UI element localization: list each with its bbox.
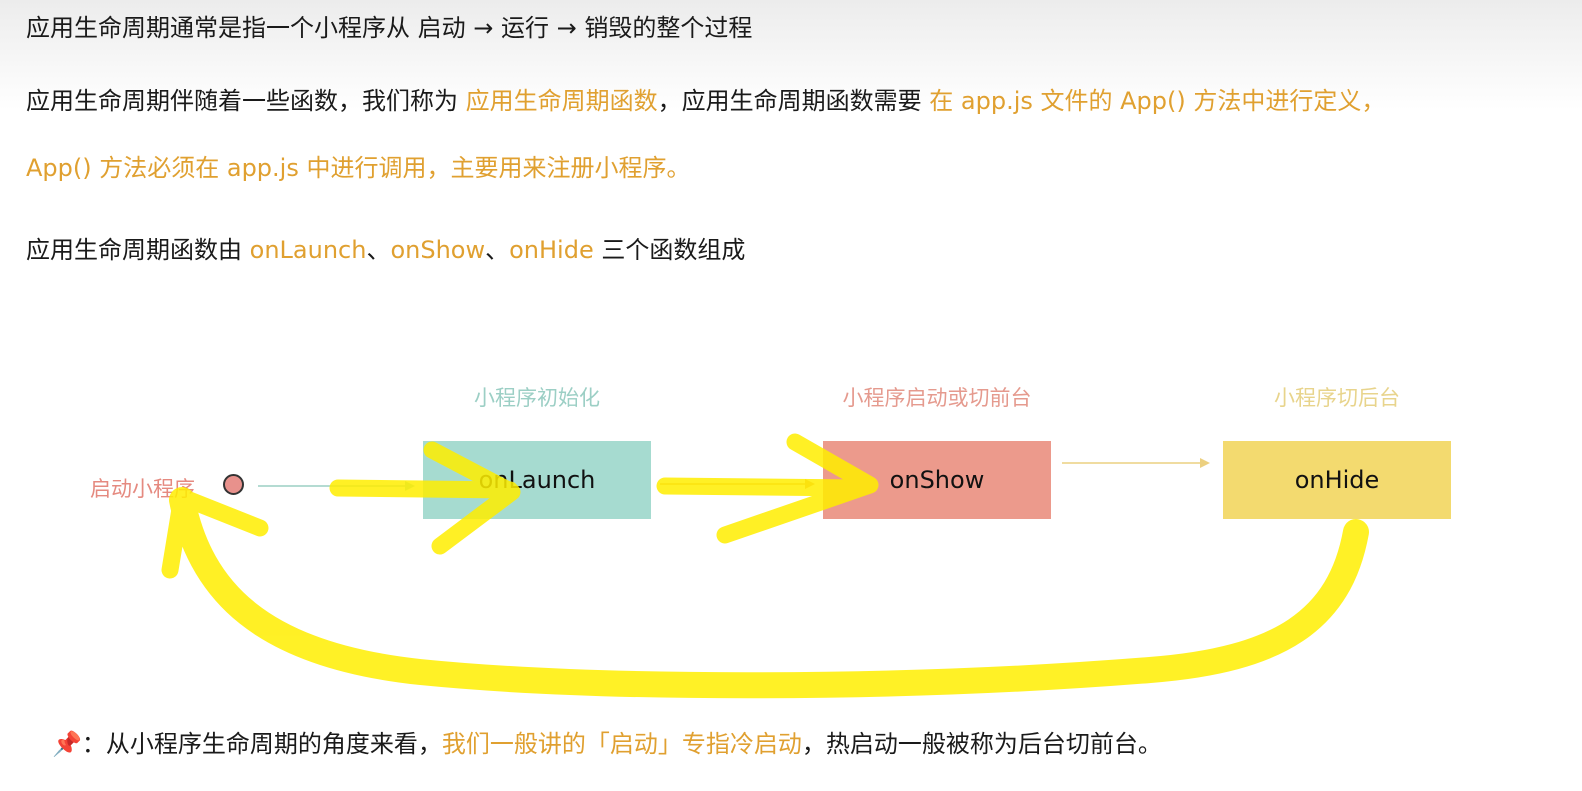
- highlight-text: 我们一般讲的「启动」专指冷启动: [441, 730, 802, 758]
- highlight-arrow-2-head: [716, 433, 879, 544]
- start-node: [223, 474, 244, 495]
- stage-caption-show: 小程序启动或切前台: [842, 386, 1032, 410]
- text: 应用生命周期函数由: [26, 236, 250, 264]
- onlaunch-box: onLaunch: [423, 441, 651, 519]
- pushpin-icon: 📌: [52, 730, 82, 758]
- highlight-arrow-2-shaft: [656, 477, 869, 497]
- text: 、: [485, 236, 510, 264]
- text: ，热启动一般被称为后台切前台。: [801, 730, 1162, 758]
- text: 三个函数组成: [593, 236, 746, 264]
- arrowhead: [1200, 458, 1210, 468]
- text: 、: [366, 236, 391, 264]
- stage-caption-hide: 小程序切后台: [1274, 386, 1400, 410]
- intro-line-2: 应用生命周期伴随着一些函数，我们称为 应用生命周期函数，应用生命周期函数需要 在…: [26, 85, 1385, 117]
- fn-onshow-text: onShow: [390, 236, 486, 264]
- highlight-return-head: [161, 488, 269, 579]
- highlight-text: 在 app.js 文件的 App() 方法中进行定义，: [929, 87, 1386, 115]
- text: ：从小程序生命周期的角度来看，: [81, 730, 442, 758]
- onhide-label: onHide: [1294, 466, 1380, 494]
- text: 应用生命周期伴随着一些函数，我们称为: [26, 87, 466, 115]
- stage-caption-init: 小程序初始化: [474, 386, 600, 410]
- intro-line-4: 应用生命周期函数由 onLaunch、onShow、onHide 三个函数组成: [26, 234, 745, 266]
- highlight-arrow-1-head: [423, 441, 521, 555]
- highlight-return-curve: [169, 487, 1369, 699]
- highlight-strokes: [161, 433, 1369, 699]
- footnote: 📌：从小程序生命周期的角度来看，我们一般讲的「启动」专指冷启动，热启动一般被称为…: [52, 728, 1162, 760]
- intro-line-1: 应用生命周期通常是指一个小程序从 启动 → 运行 → 销毁的整个过程: [26, 14, 753, 42]
- onshow-label: onShow: [889, 466, 985, 494]
- highlight-arrow-1-shaft: [329, 479, 519, 499]
- fn-onlaunch-text: onLaunch: [249, 236, 367, 264]
- onhide-box: onHide: [1223, 441, 1451, 519]
- fn-onhide-text: onHide: [509, 236, 594, 264]
- intro-line-3: App() 方法必须在 app.js 中进行调用，主要用来注册小程序。: [26, 154, 691, 182]
- highlight-text: 应用生命周期函数: [465, 87, 658, 115]
- text: ，应用生命周期函数需要: [657, 87, 930, 115]
- header-background: [0, 0, 1582, 110]
